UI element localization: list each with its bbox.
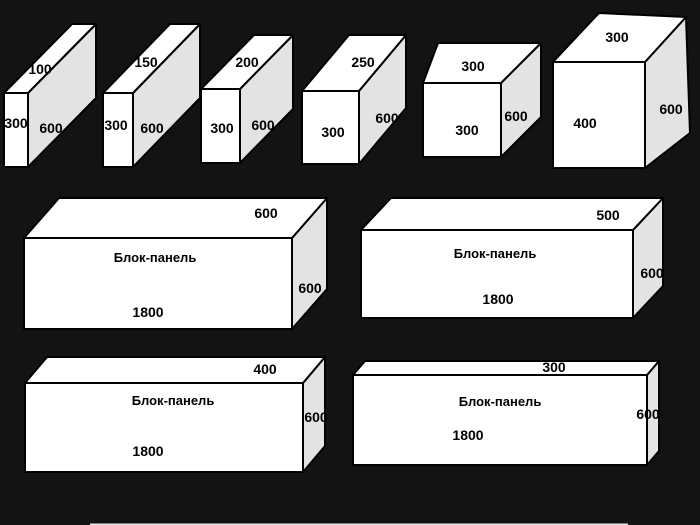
panel-4-top-face [352, 360, 660, 376]
panel-3-front-face [24, 382, 304, 473]
block-250x300x600: 250 300 600 [301, 34, 407, 165]
panel-1-top-label: 600 [254, 205, 278, 221]
panel-1-title: Блок-панель [114, 250, 197, 265]
block-3-front-face [200, 88, 241, 164]
block-1-front-label: 300 [4, 115, 28, 131]
panel-500: 500 Блок-панель 600 1800 [360, 197, 664, 319]
panel-4-title: Блок-панель [459, 394, 542, 409]
panel-3-top-face [24, 356, 326, 384]
panel-2-side-label: 600 [640, 265, 664, 281]
panel-2-front-face [360, 229, 634, 319]
panel-3-side-label: 600 [304, 409, 328, 425]
panel-1-front-face [23, 237, 293, 330]
block-1-side-label: 600 [39, 120, 63, 136]
panel-3-top-label: 400 [253, 361, 277, 377]
panel-300: 300 Блок-панель 600 1800 [352, 359, 660, 466]
block-1-front-face [3, 92, 29, 168]
block-2-front-face [102, 92, 134, 168]
block-5-front-label: 300 [455, 122, 479, 138]
panel-3-length-label: 1800 [132, 443, 163, 459]
block-5-front-face [422, 82, 502, 158]
block-4-side-label: 600 [375, 110, 399, 126]
block-2-top-label: 150 [134, 54, 158, 70]
panel-600: 600 Блок-панель 600 1800 [23, 197, 328, 330]
block-2-front-label: 300 [104, 117, 128, 133]
block-6-front-label: 400 [573, 115, 597, 131]
block-6-top-label: 300 [605, 29, 629, 45]
block-2-side-label: 600 [140, 120, 164, 136]
panel-4-side-label: 600 [636, 406, 660, 422]
block-100x300x600: 100 300 600 [3, 23, 97, 168]
block-4-front-label: 300 [321, 124, 345, 140]
panel-2-top-label: 500 [596, 207, 620, 223]
block-6-side-label: 600 [659, 101, 683, 117]
block-3-front-label: 300 [210, 120, 234, 136]
panel-1-side-label: 600 [298, 280, 322, 296]
block-300x300x600: 300 300 600 [422, 42, 542, 158]
panel-1-top-face [23, 197, 328, 239]
block-300x400x600: 300 400 600 [552, 12, 691, 169]
panel-400: 400 Блок-панель 600 1800 [24, 356, 328, 473]
block-1-top-label: 100 [28, 61, 52, 77]
panel-4-front-face [352, 374, 648, 466]
panel-2-length-label: 1800 [482, 291, 513, 307]
block-4-front-face [301, 90, 360, 165]
block-150x300x600: 150 300 600 [102, 23, 201, 168]
block-3-top-label: 200 [235, 54, 259, 70]
panel-3-title: Блок-панель [132, 393, 215, 408]
panel-2-title: Блок-панель [454, 246, 537, 261]
block-3-side-label: 600 [251, 117, 275, 133]
bottom-edge-artifact [90, 523, 628, 525]
block-5-side-label: 600 [504, 108, 528, 124]
block-4-top-label: 250 [351, 54, 375, 70]
block-200x300x600: 200 300 600 [200, 34, 294, 164]
block-6-front-face [552, 61, 646, 169]
panel-1-length-label: 1800 [132, 304, 163, 320]
panel-4-length-label: 1800 [452, 427, 483, 443]
block-5-top-label: 300 [461, 58, 485, 74]
panel-4-top-label: 300 [542, 359, 566, 375]
